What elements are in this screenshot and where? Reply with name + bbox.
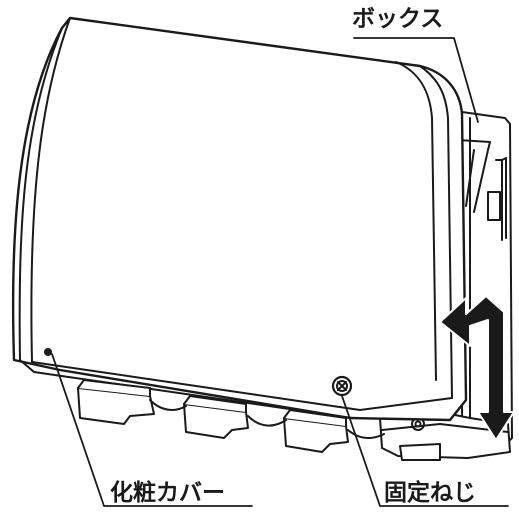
box-lower-base (399, 443, 441, 461)
leader-screw (341, 395, 509, 507)
cover-underside (19, 359, 353, 419)
box-top-recess (457, 139, 491, 213)
bottom-lugs (77, 379, 385, 453)
lug-hinge-arc-2 (247, 415, 287, 427)
lug-2-top (183, 395, 247, 413)
cover-bottom-edge (31, 361, 453, 411)
removal-arrow (439, 295, 515, 441)
lug-hinge-arc-1 (149, 399, 187, 411)
cover-right-edge (419, 65, 453, 399)
cover-right-edge-inner (395, 61, 437, 381)
box-side-rail (495, 157, 507, 241)
arrow-shape (439, 295, 515, 441)
label-decorative-cover: 化粧カバー (110, 480, 225, 506)
box-screw-hole-inner (414, 420, 422, 428)
leader-box (353, 37, 479, 123)
cover-marker-dot (44, 348, 52, 356)
box-clip (487, 191, 501, 221)
label-fixing-screw: 固定ねじ (384, 480, 476, 506)
lug-1-top (77, 379, 151, 397)
cover-left-face-inner (18, 27, 63, 361)
leader-lines (51, 37, 509, 507)
box-lower-step (381, 423, 509, 433)
screw-slot (337, 381, 347, 391)
screw-head-inner (336, 380, 348, 392)
lug-hinge-arc-3 (347, 429, 385, 440)
lug-3-top (283, 409, 347, 427)
decorative-cover (11, 16, 468, 422)
leader-cover (51, 353, 253, 507)
label-box: ボックス (352, 6, 444, 32)
cover-left-face (30, 17, 71, 363)
fixing-screw (331, 375, 353, 397)
cover-outline (11, 16, 468, 422)
